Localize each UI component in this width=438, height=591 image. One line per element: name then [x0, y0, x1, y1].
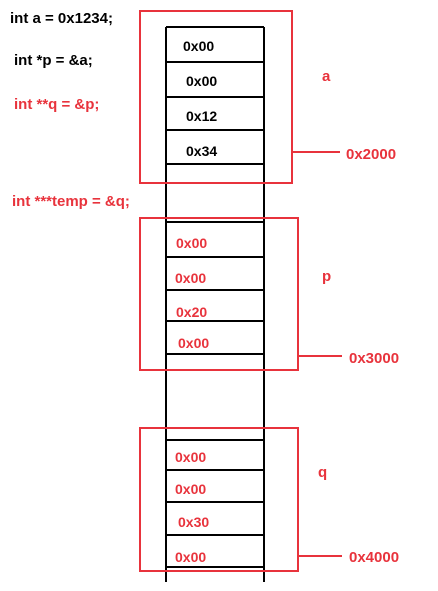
- code-line-int-a: int a = 0x1234;: [10, 10, 113, 27]
- block-a-byte-1: 0x00: [186, 73, 218, 89]
- block-p-byte-3: 0x00: [178, 335, 210, 351]
- block-p-byte-0: 0x00: [176, 235, 208, 251]
- block-q-outline: [139, 427, 299, 572]
- block-p-byte-2: 0x20: [176, 304, 208, 320]
- code-line-int-p: int *p = &a;: [14, 52, 93, 69]
- block-a-address: 0x2000: [346, 146, 397, 163]
- block-a-byte-3: 0x34: [186, 143, 218, 159]
- block-q-byte-2: 0x30: [178, 514, 210, 530]
- block-q-address: 0x4000: [349, 549, 400, 566]
- block-a-byte-0: 0x00: [183, 38, 215, 54]
- code-line-int-q: int **q = &p;: [14, 96, 100, 113]
- block-a-name: a: [322, 68, 331, 85]
- block-p-name: p: [322, 268, 332, 285]
- block-q-byte-1: 0x00: [175, 481, 207, 497]
- code-line-int-temp: int ***temp = &q;: [12, 193, 130, 210]
- block-p-outline: [139, 217, 299, 371]
- block-p-byte-1: 0x00: [175, 270, 207, 286]
- block-p-address: 0x3000: [349, 350, 400, 367]
- block-q-name: q: [318, 464, 328, 481]
- block-a-outline: [139, 10, 293, 184]
- block-q-byte-3: 0x00: [175, 549, 207, 565]
- block-a-byte-2: 0x12: [186, 108, 218, 124]
- block-q-byte-0: 0x00: [175, 449, 207, 465]
